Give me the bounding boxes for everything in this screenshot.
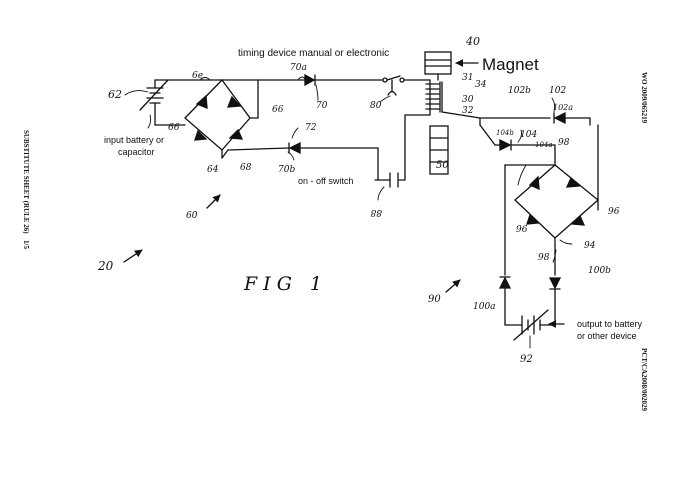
- diode-72: [227, 141, 379, 155]
- ref-60: 60: [186, 211, 198, 221]
- ref-96-right: 96: [608, 207, 620, 217]
- ref-94: 94: [584, 241, 596, 251]
- ref-92: 92: [520, 354, 533, 365]
- ref-90-arrow: [445, 279, 461, 293]
- output-label-line1: output to battery: [577, 319, 643, 329]
- ref-31: 31: [462, 73, 473, 83]
- coil-output-wires: [398, 111, 591, 181]
- ref-32: 32: [462, 106, 474, 116]
- bridge-rectifier-60: [184, 78, 251, 159]
- diode-100b: [548, 277, 562, 326]
- input-label-line2: capacitor: [118, 147, 155, 157]
- ref-100b: 100b: [588, 266, 611, 276]
- ref-102b: 102b: [508, 86, 531, 96]
- diode-70: [257, 73, 384, 87]
- ref-72: 72: [305, 123, 317, 133]
- ref-64: 64: [207, 165, 219, 175]
- substitute-sheet-label: SUBSTITUTE SHEET (RULE 26): [22, 130, 30, 234]
- switch-label: on - off switch: [298, 176, 353, 186]
- ref-100a: 100a: [473, 302, 496, 312]
- input-label-line1: input battery or: [104, 135, 164, 145]
- coil-30: [425, 79, 443, 116]
- ref-68: 68: [240, 163, 252, 173]
- output-battery-92: [504, 309, 556, 341]
- core-50: [429, 125, 449, 175]
- ref-40: 40: [465, 35, 480, 48]
- ref-20-arrow: [123, 249, 143, 263]
- diode-104: [499, 138, 512, 152]
- ref-90: 90: [428, 294, 441, 305]
- ref-62: 62: [108, 88, 122, 101]
- ref-66-left: 66: [168, 123, 180, 133]
- ref-104a: 104a: [535, 141, 553, 149]
- ref-96-left: 96: [516, 225, 528, 235]
- ref-98-top: 98: [558, 138, 570, 148]
- publication-number: WO 2009/065219: [640, 72, 648, 124]
- figure-label: FIG 1: [243, 273, 328, 295]
- ref-60-arrow: [206, 194, 221, 209]
- ref-102: 102: [549, 86, 566, 96]
- ref-30: 30: [462, 95, 474, 105]
- ref-6e: 6e: [192, 71, 203, 81]
- ref-98-bottom: 98: [538, 253, 550, 263]
- diode-100: [498, 276, 512, 326]
- leader-lines: [124, 76, 573, 349]
- magnet-40: [424, 51, 452, 81]
- ref-102a: 102a: [553, 103, 573, 112]
- timing-switch-80: [382, 75, 427, 96]
- ref-88: 88: [370, 207, 382, 217]
- ref-66-top: 66: [272, 105, 284, 115]
- magnet-label: Magnet: [482, 55, 539, 74]
- ref-70: 70: [316, 101, 328, 111]
- input-battery-symbol: [139, 79, 169, 113]
- application-number: PCT/CA2008/002029: [640, 348, 648, 411]
- ref-80: 80: [370, 101, 382, 111]
- input-wires: [154, 79, 259, 126]
- timing-device-label: timing device manual or electronic: [238, 48, 389, 59]
- on-off-switch-88: [374, 147, 399, 188]
- ref-104b: 104b: [496, 129, 514, 137]
- ref-70b: 70b: [278, 165, 295, 175]
- ref-70a: 70a: [290, 63, 307, 73]
- ref-34: 34: [475, 80, 487, 90]
- ref-50: 50: [436, 160, 449, 171]
- diode-102: [553, 111, 566, 125]
- ref-20: 20: [97, 259, 114, 273]
- ref-104: 104: [520, 130, 537, 140]
- page-number: 1/5: [22, 240, 30, 249]
- output-label-line2: or other device: [577, 331, 637, 341]
